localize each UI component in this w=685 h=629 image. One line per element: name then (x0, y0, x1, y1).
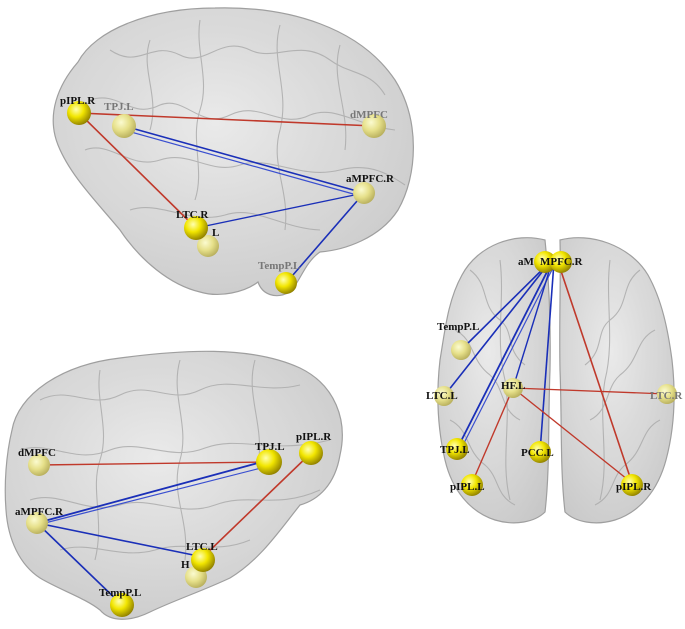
label-dMPFC: dMPFC (350, 109, 388, 121)
edge-aMPFC-PCCL (539, 261, 555, 453)
label-aMPFC-R: aMPFC.R (15, 506, 64, 518)
node-PCC-L (529, 441, 551, 463)
node-HF-L (503, 378, 523, 398)
edge-aMPFC-LTCL (443, 261, 551, 397)
edge-aMPFCR-TempPL (36, 522, 123, 606)
label-pIPL-R: pIPL.R (616, 481, 652, 493)
node-dMPFC (362, 114, 386, 138)
label-aMPFC-R: aMPFC.R (346, 173, 395, 185)
edge-aMPFCR-LTCL (36, 522, 204, 558)
view-sagittal-left: dMPFC TPJ.L pIPL.R aMPFC.R LTC.L H TempP… (4, 350, 343, 620)
gyri-axial (449, 259, 661, 506)
node-LTC-L (434, 386, 454, 406)
node-TPJ-L (112, 114, 136, 138)
labels-axial: aM MPFC.R TempP.L LTC.L HF.L LTC.R TPJ.L… (426, 256, 683, 493)
edge-HFL-LTCR (512, 387, 668, 395)
node-aMPFC-R (26, 512, 48, 534)
label-LTC-R: LTC.R (176, 209, 209, 221)
label-HF-L: H (181, 559, 190, 571)
node-LTC-R (184, 216, 208, 240)
label-LTC-L: LTC.L (426, 390, 458, 402)
label-TPJ-L: TPJ.L (104, 101, 134, 113)
node-aMPFC-R (353, 182, 375, 204)
edge-aMPFC-TPJL-2 (460, 261, 557, 450)
node-TempP-L (451, 340, 471, 360)
node-TempP-L (110, 593, 134, 617)
brain-outline-axial-right (559, 237, 675, 524)
node-LTC-L (191, 548, 215, 572)
label-pIPL-L: pIPL.L (450, 481, 485, 493)
label-TPJ-L: TPJ.L (440, 444, 470, 456)
edge-MPFCR-pIPLR (557, 261, 633, 484)
nodes-sagittal-right (67, 101, 386, 294)
edge-aMPFC-HFL (512, 261, 553, 389)
node-pIPL-R (621, 474, 643, 496)
gyri-sagittal-left (19, 359, 331, 561)
brain-outline-sagittal-right (52, 7, 414, 297)
label-dMPFC: dMPFC (18, 447, 56, 459)
label-LTC-R: LTC.R (650, 390, 683, 402)
node-HF-L (197, 235, 219, 257)
node-TempP-L (275, 272, 297, 294)
node-aMPFC-L (534, 251, 556, 273)
edges-sagittal-right (78, 112, 375, 284)
label-TempP-L: TempP.L (99, 587, 141, 599)
label-TempP-L: TempP.L (437, 321, 479, 333)
labels-sagittal-right: pIPL.R TPJ.L dMPFC aMPFC.R LTC.R L TempP… (60, 95, 395, 272)
edge-TPJL-aMPFCR (123, 125, 365, 194)
label-pIPL-R: pIPL.R (296, 431, 332, 443)
label-pIPL-R: pIPL.R (60, 95, 96, 107)
edge-pIPLR-LTCL (202, 452, 312, 558)
label-TPJ-L: TPJ.L (255, 441, 285, 453)
edges-sagittal-left (36, 452, 312, 606)
edge-dMPFC-TPJL (38, 461, 270, 466)
labels-sagittal-left: dMPFC TPJ.L pIPL.R aMPFC.R LTC.L H TempP… (15, 431, 332, 599)
label-HF-L: HF.L (501, 380, 525, 392)
label-aMPFC-L: aM (518, 256, 535, 268)
nodes-axial (434, 251, 677, 496)
node-dMPFC (28, 454, 50, 476)
label-TempP-L: TempP.L (258, 260, 300, 272)
edge-HFL-pIPLR (512, 387, 633, 484)
node-aMPFC-R (550, 251, 572, 273)
node-pIPL-L (461, 474, 483, 496)
edge-aMPFCR-TPJL-2 (36, 465, 270, 526)
label-LTC-L: LTC.L (186, 541, 218, 553)
node-pIPL-R (67, 101, 91, 125)
edge-aMPFC-TempP (460, 261, 551, 351)
edge-HFL-pIPLL (471, 387, 514, 484)
label-HF-L: L (212, 227, 219, 239)
nodes-sagittal-left (26, 441, 323, 617)
label-PCC-L: PCC.L (521, 447, 554, 459)
edges-axial (443, 261, 668, 484)
view-sagittal-right: pIPL.R TPJ.L dMPFC aMPFC.R LTC.R L TempP… (52, 7, 414, 297)
edge-pIPLR-LTCR (78, 112, 197, 229)
edge-aMPFC-TPJL (456, 261, 553, 450)
node-pIPL-R (299, 441, 323, 465)
edge-TempP-aMPFCR (285, 192, 365, 284)
edge-TPJL-aMPFCR-2 (123, 129, 365, 198)
edge-aMPFCR-TPJL (36, 459, 270, 524)
gyri-sagittal-right (84, 19, 406, 231)
label-aMPFC-R: MPFC.R (540, 256, 584, 268)
node-TPJ-L (256, 449, 282, 475)
node-LTC-R (657, 384, 677, 404)
node-TPJ-L (446, 438, 468, 460)
view-axial: aM MPFC.R TempP.L LTC.L HF.L LTC.R TPJ.L… (426, 237, 683, 524)
edge-LTCR-aMPFCR (195, 192, 365, 229)
